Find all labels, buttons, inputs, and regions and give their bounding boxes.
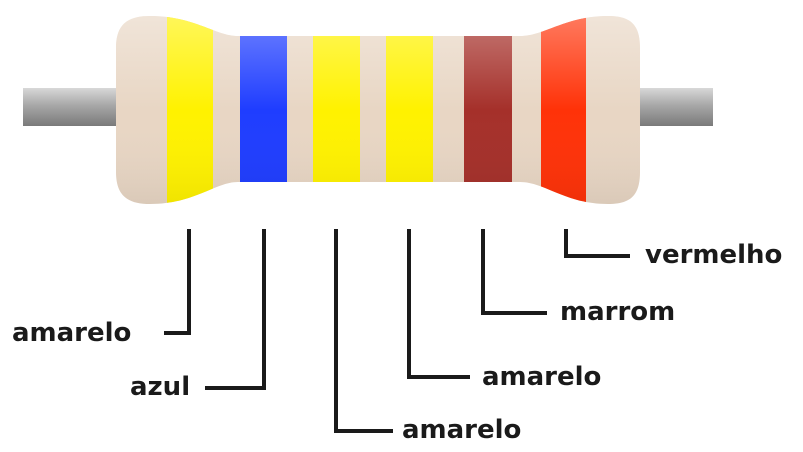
- leader-line-band-5: [481, 229, 547, 315]
- left-lead: [23, 88, 118, 126]
- body-shading: [116, 16, 640, 204]
- leader-line-band-3: [334, 229, 393, 433]
- leader-line-band-6: [564, 229, 630, 258]
- right-lead: [638, 88, 713, 126]
- leader-line-band-4: [407, 229, 470, 379]
- label-band-3: amarelo: [402, 415, 522, 445]
- leader-line-band-2: [205, 229, 266, 390]
- label-band-6: vermelho: [645, 240, 783, 270]
- leader-line-band-1: [164, 229, 191, 335]
- label-band-2: azul: [130, 372, 191, 402]
- label-band-1: amarelo: [12, 318, 132, 348]
- label-band-4: amarelo: [482, 362, 602, 392]
- label-band-5: marrom: [560, 297, 676, 327]
